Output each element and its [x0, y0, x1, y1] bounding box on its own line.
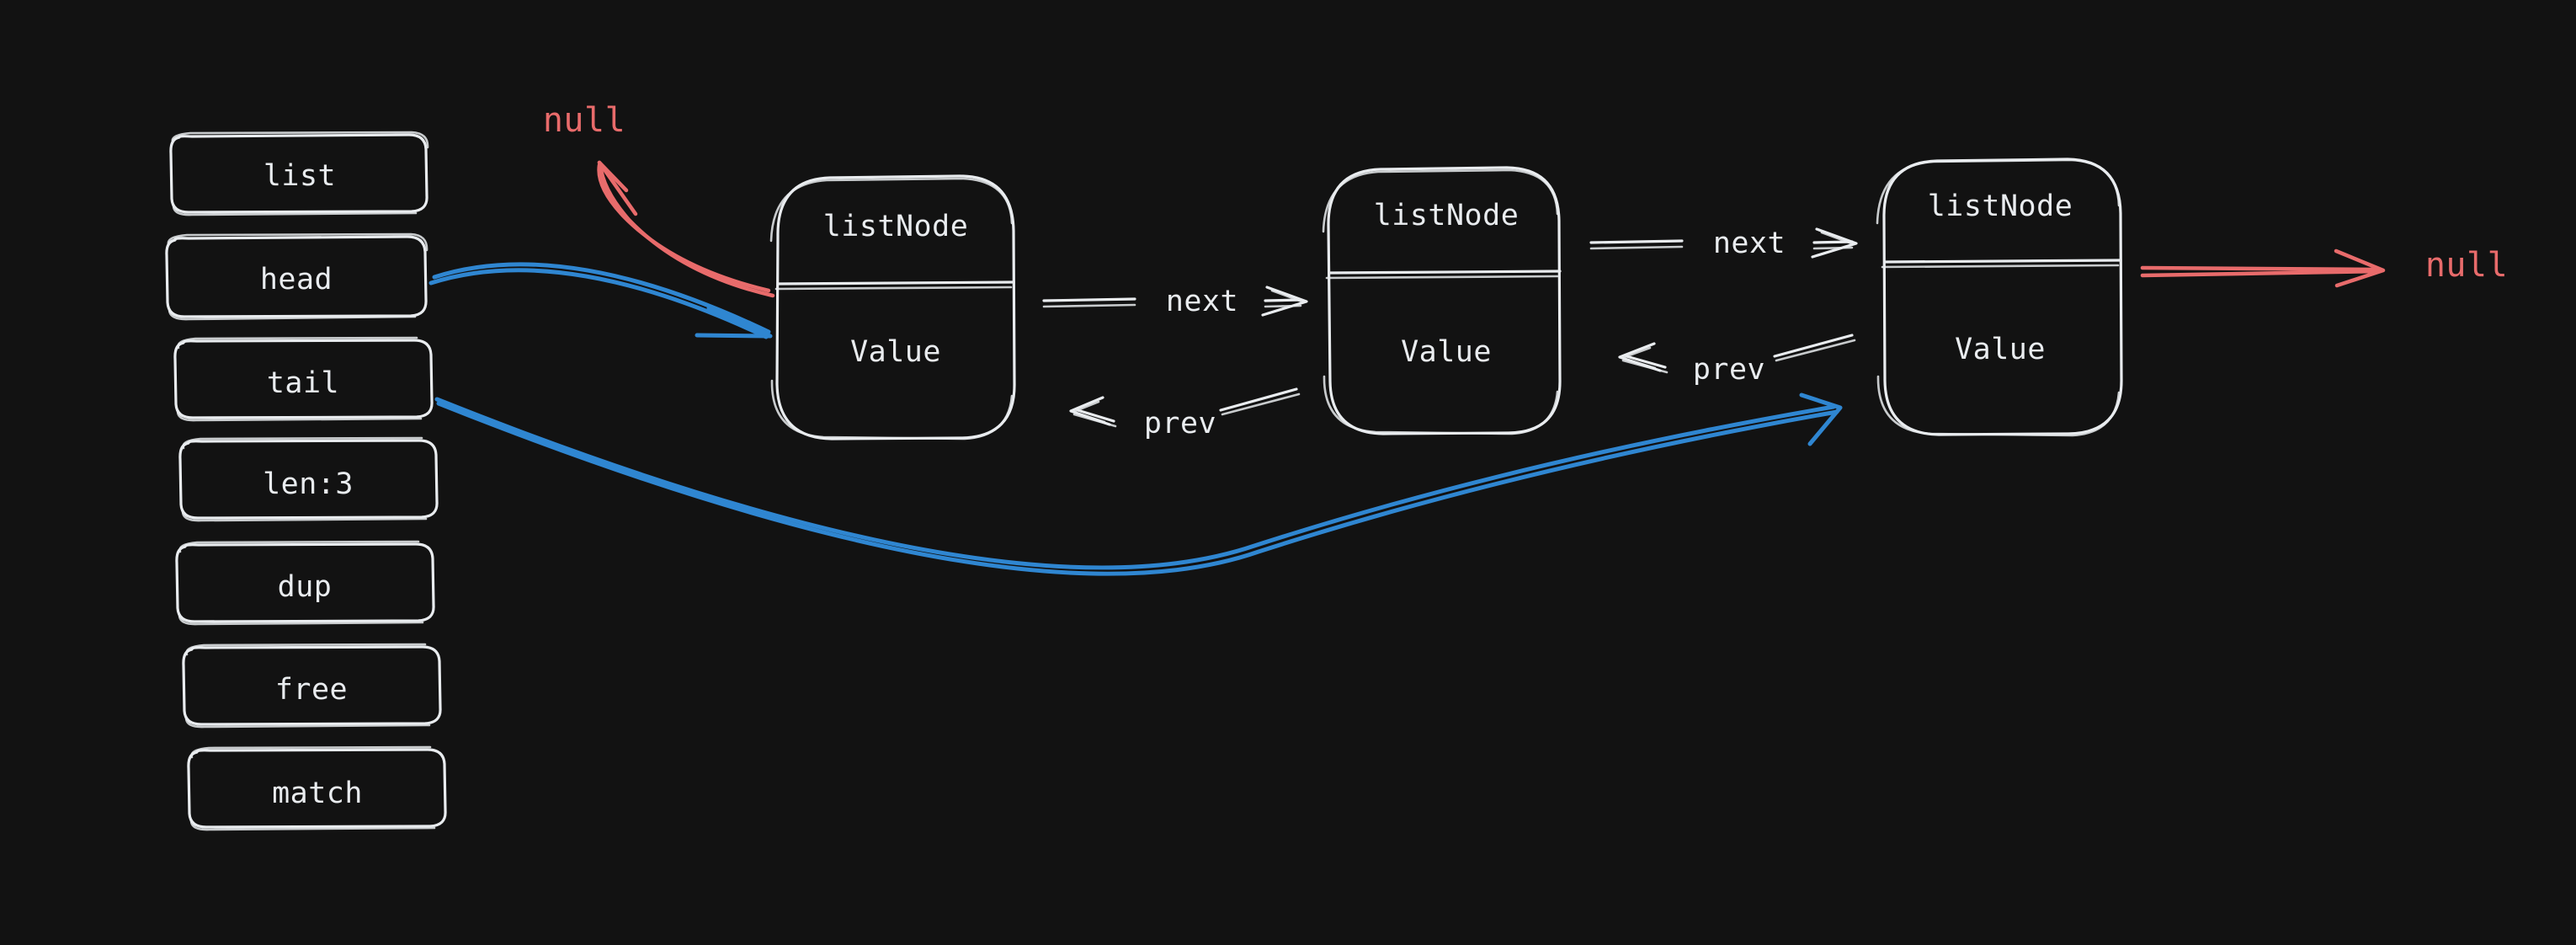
- list-node-1-shape[interactable]: [769, 174, 1016, 440]
- struct-box-len-hit[interactable]: [177, 440, 438, 518]
- list-node-3-hit[interactable]: [1877, 158, 2120, 436]
- edge-head-pointer: [428, 262, 773, 339]
- edge-next-null: [2140, 248, 2386, 288]
- struct-box-free[interactable]: [182, 643, 442, 729]
- struct-box-list[interactable]: [169, 131, 429, 216]
- list-node-1-hit[interactable]: [772, 175, 1014, 440]
- list-node-2-shape[interactable]: [1322, 166, 1562, 435]
- edge-tail-pointer: [434, 392, 1843, 576]
- list-node-3-shape[interactable]: [1876, 158, 2123, 437]
- edge-prev-null: [597, 160, 775, 298]
- edge-prev-2: [1618, 334, 1856, 374]
- struct-box-match[interactable]: [187, 745, 447, 831]
- struct-box-tail[interactable]: [173, 336, 434, 422]
- struct-box-dup-hit[interactable]: [173, 544, 434, 622]
- struct-box-head-hit[interactable]: [165, 237, 428, 316]
- struct-box-tail-hit[interactable]: [172, 340, 434, 418]
- struct-box-dup[interactable]: [175, 540, 435, 626]
- list-node-2-hit[interactable]: [1323, 168, 1557, 436]
- struct-box-match-hit[interactable]: [185, 750, 446, 827]
- edge-prev-1: [1069, 387, 1301, 428]
- struct-box-len[interactable]: [178, 436, 439, 522]
- edge-next-1: [1042, 286, 1308, 317]
- edge-next-2: [1589, 227, 1858, 259]
- struct-box-free-hit[interactable]: [180, 647, 441, 724]
- struct-box-list-hit[interactable]: [170, 135, 427, 212]
- struct-box-head[interactable]: [165, 232, 428, 321]
